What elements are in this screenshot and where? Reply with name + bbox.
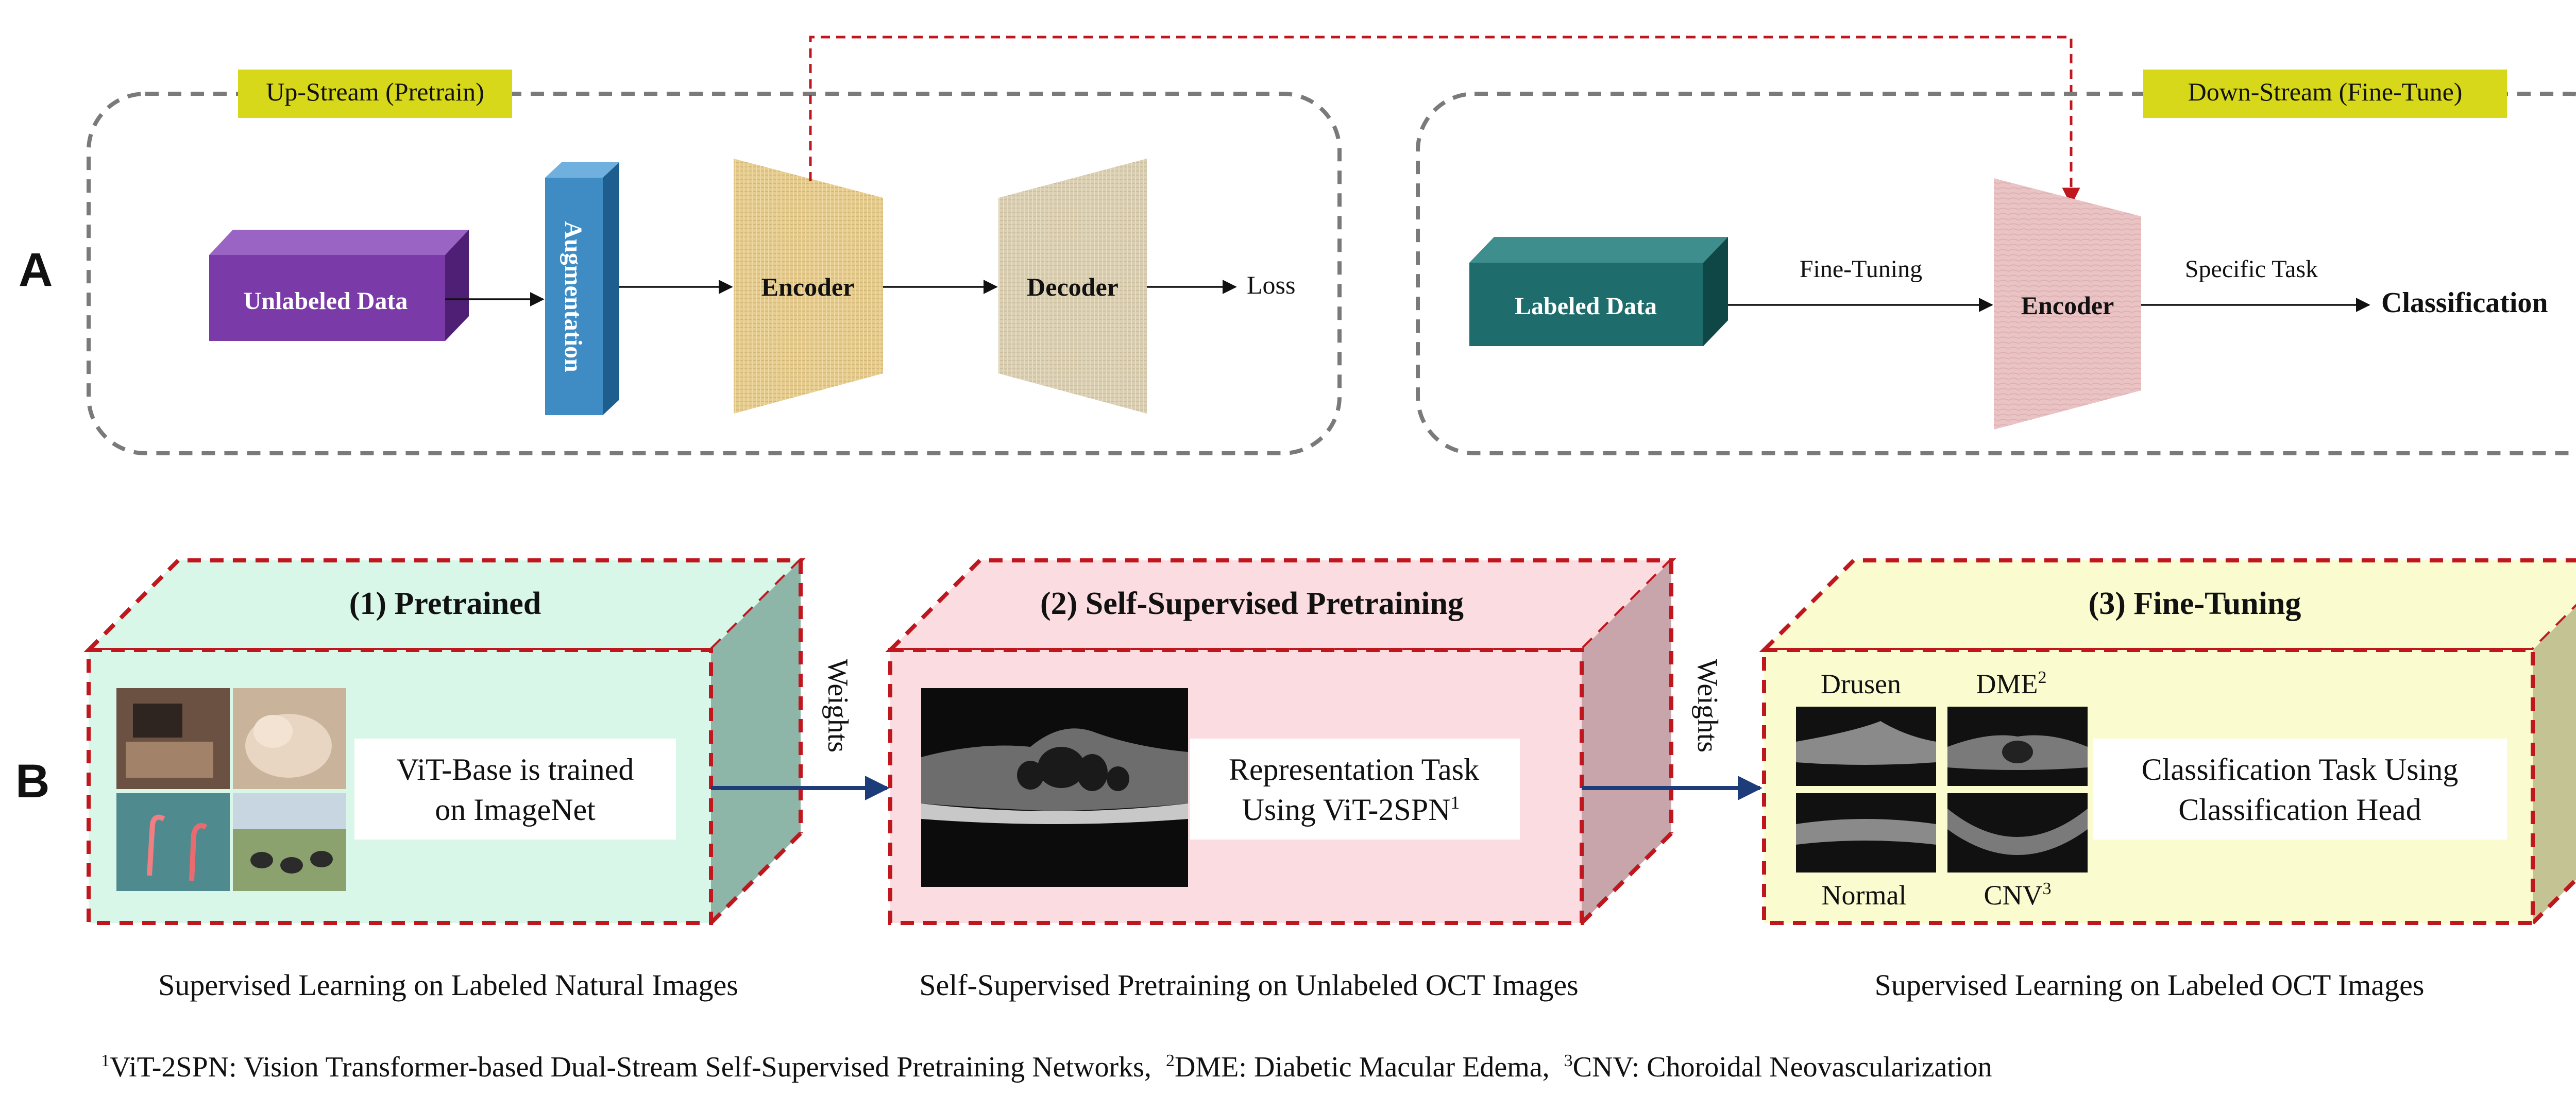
downstream-badge-label: Down-Stream (Fine-Tune)	[2188, 77, 2463, 106]
box2-title: (2) Self-Supervised Pretraining	[1040, 586, 1464, 621]
box2-text-line2: Using ViT-2SPN1	[1242, 792, 1460, 827]
downstream-container	[1416, 92, 2576, 455]
upstream-container	[87, 92, 1342, 455]
upstream-encoder-label: Encoder	[761, 272, 855, 301]
classification-label: Classification	[2381, 287, 2548, 319]
box3-text-panel	[2093, 739, 2507, 840]
downstream-encoder-label: Encoder	[2021, 291, 2114, 320]
box3-caption: Supervised Learning on Labeled OCT Image…	[1875, 968, 2425, 1002]
footnote: 1ViT-2SPN: Vision Transformer-based Dual…	[101, 1051, 1992, 1083]
drusen-label: Drusen	[1821, 669, 1901, 699]
box1-caption: Supervised Learning on Labeled Natural I…	[158, 968, 738, 1002]
labeled-data-label: Labeled Data	[1515, 293, 1657, 320]
augmentation-label: Augmentation	[560, 221, 587, 372]
augmentation-block	[545, 162, 619, 415]
box2-caption: Self-Supervised Pretraining on Unlabeled…	[919, 968, 1578, 1002]
box2-text-line1: Representation Task	[1229, 752, 1479, 786]
normal-label: Normal	[1822, 880, 1907, 911]
panel-a-label: A	[19, 244, 53, 296]
oct-thumbnail-drusen	[1796, 707, 1936, 786]
box1-text-line2: on ImageNet	[435, 793, 596, 827]
oct-thumbnail-normal	[1796, 793, 1936, 873]
decoder-label: Decoder	[1027, 272, 1118, 301]
finetuning-label: Fine-Tuning	[1800, 255, 1922, 283]
unlabeled-data-block	[209, 230, 469, 341]
loss-label: Loss	[1247, 270, 1295, 299]
downstream-badge	[2143, 70, 2507, 118]
decoder-shape	[998, 159, 1147, 414]
panel-b-label: B	[15, 755, 49, 808]
oct-thumbnail-cnv	[1947, 793, 2088, 873]
labeled-data-block	[1469, 237, 1728, 346]
box3-title: (3) Fine-Tuning	[2089, 586, 2301, 621]
box2-text-panel	[1190, 739, 1520, 840]
downstream-encoder-shape	[1994, 178, 2141, 430]
box3-text-line2: Classification Head	[2178, 793, 2421, 827]
unlabeled-data-label: Unlabeled Data	[244, 287, 408, 315]
upstream-badge-label: Up-Stream (Pretrain)	[266, 77, 484, 106]
weights-label-2: Weights	[1691, 659, 1723, 752]
imagenet-thumbnails	[116, 688, 346, 891]
box1-title: (1) Pretrained	[349, 586, 541, 621]
oct-thumbnail-dme	[1947, 707, 2088, 786]
weights-label-1: Weights	[822, 659, 854, 752]
box3-text-line1: Classification Task Using	[2142, 752, 2459, 786]
dme-label: DME2	[1976, 668, 2047, 699]
box1-text-panel	[354, 739, 676, 840]
oct-scan-image	[921, 688, 1188, 887]
box1-text-line1: ViT-Base is trained	[397, 752, 634, 786]
specific-task-label: Specific Task	[2185, 255, 2318, 283]
upstream-badge	[238, 70, 512, 118]
upstream-encoder-shape	[734, 159, 883, 414]
cnv-label: CNV3	[1984, 879, 2051, 911]
weight-transfer-connector	[809, 36, 2080, 206]
